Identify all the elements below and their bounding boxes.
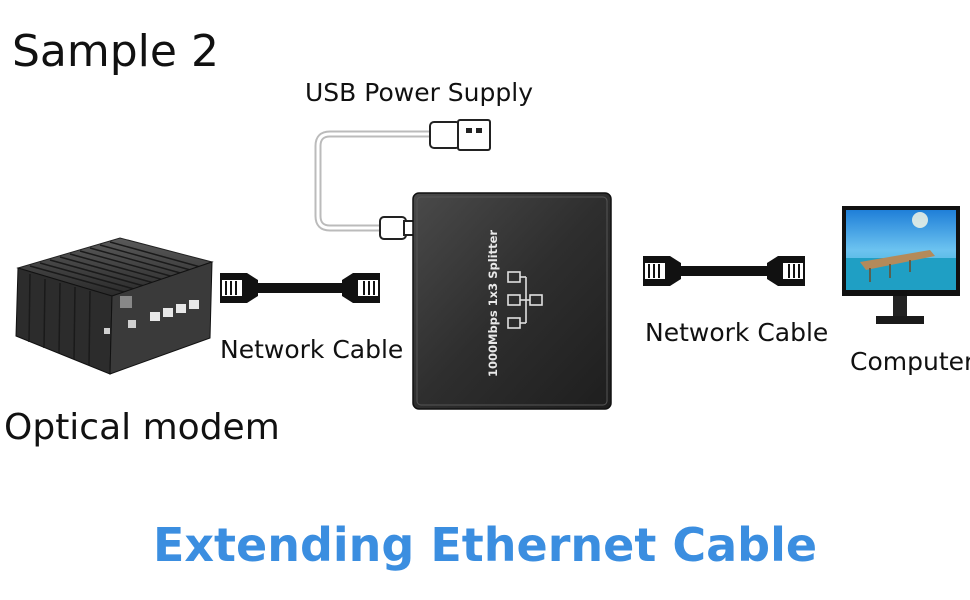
- optical-modem-label: Optical modem: [4, 407, 280, 448]
- splitter-device-image: 1000Mbps 1x3 Splitter: [412, 192, 612, 410]
- usb-power-supply-label: USB Power Supply: [305, 78, 533, 107]
- computer-label: Computer: [850, 347, 970, 376]
- network-cable-right: [643, 256, 805, 286]
- network-cable-right-label: Network Cable: [645, 318, 829, 347]
- footer-title: Extending Ethernet Cable: [152, 518, 818, 572]
- splitter-label: 1000Mbps 1x3 Splitter: [486, 230, 500, 377]
- network-cable-left-label: Network Cable: [220, 335, 404, 364]
- optical-modem-image: [15, 237, 214, 375]
- sample-title: Sample 2: [12, 26, 219, 77]
- computer-monitor-image: [842, 206, 960, 324]
- network-cable-left: [220, 273, 380, 303]
- network-ports-icon: [507, 271, 543, 329]
